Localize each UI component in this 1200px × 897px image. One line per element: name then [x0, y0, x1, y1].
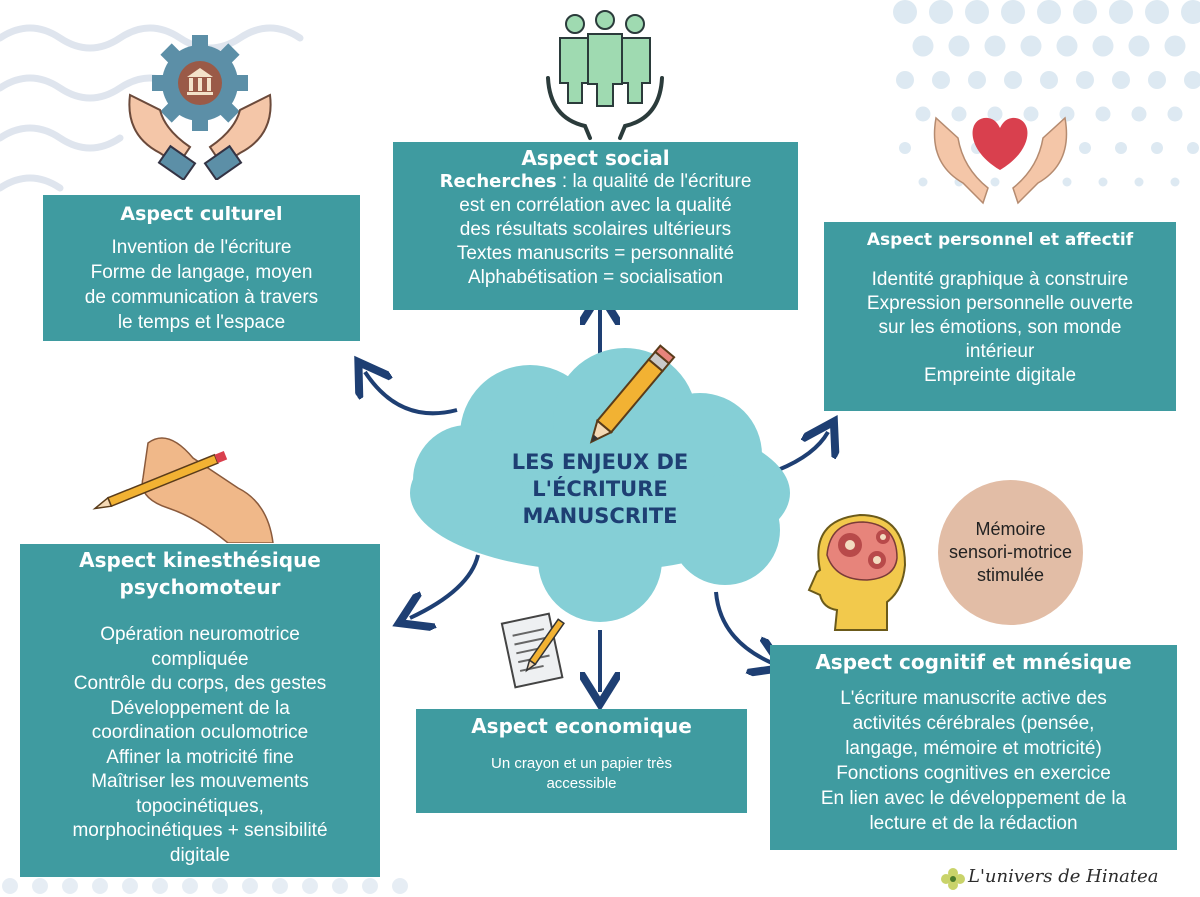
box-line: topocinétiques, [136, 795, 264, 817]
memoire-line: Mémoire [975, 519, 1046, 539]
box-line: Maîtriser les mouvements [91, 771, 309, 792]
box-line: Forme de langage, moyen [90, 262, 313, 283]
box-line: Développement de la [110, 697, 290, 719]
aspect-personnel-box: Aspect personnel et affectif Identité gr… [824, 222, 1176, 411]
box-line: des résultats scolaires ultérieurs [459, 219, 732, 240]
box-line: Expression personnelle ouverte [866, 293, 1134, 314]
hands-gear-museum-icon [128, 35, 272, 180]
arrow-to-personnel [777, 432, 828, 472]
box-line: activités cérébrales (pensée, [852, 713, 1095, 734]
box-line: langage, mémoire et motricité) [845, 738, 1102, 759]
head-gears-icon [807, 513, 907, 631]
box-line: En lien avec le développement de la [820, 788, 1127, 809]
box-line: Identité graphique à construire [871, 269, 1129, 290]
box-line: compliquée [151, 648, 249, 670]
memoire-circle: Mémoire sensori-motrice stimulée [938, 480, 1083, 625]
box-line: lecture et de la rédaction [869, 813, 1078, 834]
box-title: Aspect kinesthésique [79, 548, 321, 572]
box-line: intérieur [965, 341, 1035, 362]
hands-heart-icon [933, 116, 1068, 205]
box-line: accessible [546, 775, 617, 792]
hand-writing-pencil-icon [92, 437, 274, 543]
aspect-social-box: Aspect social Recherches : la qualité de… [393, 142, 798, 310]
box-line: Empreinte digitale [923, 365, 1077, 386]
center-title-line: L'ÉCRITURE [532, 477, 668, 501]
center-title-line: MANUSCRITE [522, 504, 678, 528]
flower-icon [941, 868, 965, 890]
memoire-line: sensori-motrice [948, 542, 1073, 562]
box-line: Affiner la motricité fine [106, 746, 294, 768]
box-line: Contrôle du corps, des gestes [73, 673, 327, 694]
aspect-culturel-box: Aspect culturel Invention de l'écriture … [43, 195, 360, 341]
box-line: digitale [169, 844, 231, 866]
arrow-to-cognitif [714, 591, 772, 663]
box-line: Invention de l'écriture [111, 237, 292, 258]
box-line: le temps et l'espace [117, 312, 286, 333]
box-line: Alphabétisation = socialisation [467, 267, 724, 288]
aspect-kinesthesique-box: Aspect kinesthésique psychomoteur Opérat… [20, 544, 380, 877]
aspect-cognitif-box: Aspect cognitif et mnésique L'écriture m… [770, 645, 1177, 850]
memoire-line: stimulée [976, 565, 1045, 585]
box-title: Aspect culturel [120, 203, 283, 225]
box-title: Aspect personnel et affectif [866, 230, 1134, 250]
box-line-rest: : la qualité de l'écriture [556, 171, 752, 192]
pencil-icon [589, 344, 676, 444]
arrow-to-culturel [365, 372, 458, 416]
box-line: Un crayon et un papier très [491, 755, 672, 772]
box-title: Aspect cognitif et mnésique [815, 650, 1132, 674]
box-line: sur les émotions, son monde [878, 317, 1122, 338]
brand-signature: L'univers de Hinatea [968, 866, 1159, 887]
box-line-bold: Recherches [439, 171, 557, 192]
box-line: Textes manuscrits = personnalité [456, 243, 735, 264]
box-line: L'écriture manuscrite active des [840, 688, 1107, 709]
box-line: de communication à travers [84, 287, 319, 308]
box-title: Aspect economique [471, 714, 692, 738]
box-title: Aspect social [521, 146, 670, 170]
box-title: psychomoteur [119, 575, 281, 599]
box-line-first: Recherches : la qualité de l'écriture [393, 170, 798, 194]
box-line: est en corrélation avec la qualité [459, 195, 732, 216]
box-line: morphocinétiques + sensibilité [72, 820, 328, 841]
center-title: LES ENJEUX DE L'ÉCRITURE MANUSCRITE [470, 449, 730, 530]
paper-pencil-icon [500, 612, 565, 689]
box-lines: Opération neuromotrice compliquée Contrô… [20, 623, 380, 868]
box-line: Opération neuromotrice [100, 624, 300, 645]
aspect-economique-box: Aspect economique Un crayon et un papier… [416, 709, 747, 813]
center-title-line: LES ENJEUX DE [511, 450, 689, 474]
arrow-to-kinesthesique [410, 554, 480, 618]
box-line: coordination oculomotrice [91, 722, 309, 743]
box-line: Fonctions cognitives en exercice [836, 763, 1111, 784]
hands-people-icon [546, 10, 664, 140]
